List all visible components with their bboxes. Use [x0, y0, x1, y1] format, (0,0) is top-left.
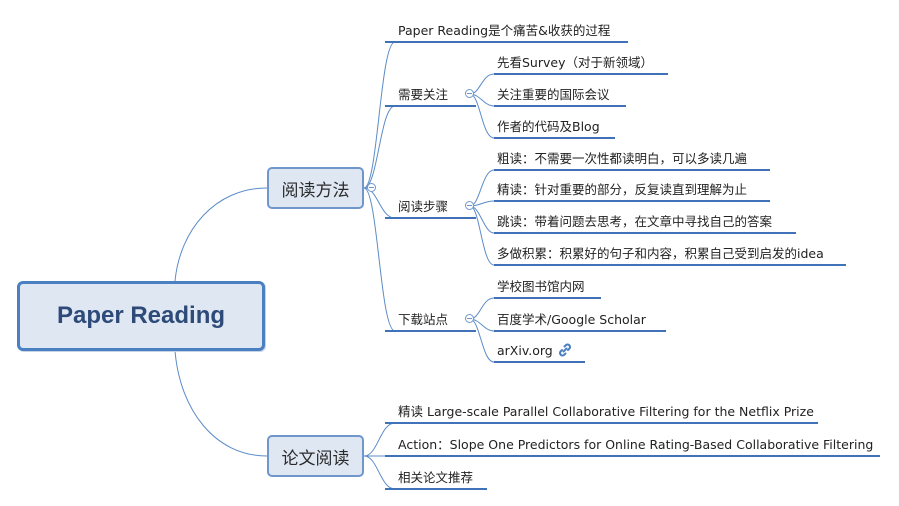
topic-intensive-read[interactable]: 精读：针对重要的部分，反复读直到理解为止 [497, 182, 748, 197]
topic-netflix-paper[interactable]: 精读 Large-scale Parallel Collaborative Fi… [398, 404, 814, 419]
connector-root-branch1 [174, 187, 268, 282]
collapse-minus-icon[interactable] [367, 183, 376, 192]
branch-paper-reading[interactable]: 论文阅读 [267, 435, 364, 477]
root-topic-paper-reading[interactable]: Paper Reading [17, 281, 265, 351]
topic-accumulate[interactable]: 多做积累：积累好的句子和内容，积累自己受到启发的idea [497, 246, 824, 261]
connector-b2-c3 [363, 455, 396, 490]
topic-school-library[interactable]: 学校图书馆内网 [497, 279, 585, 294]
topic-code-blog[interactable]: 作者的代码及Blog [497, 119, 600, 134]
connector-b1-c1 [363, 41, 396, 189]
connector-b1-c3 [363, 187, 396, 219]
collapse-minus-icon[interactable] [465, 89, 474, 98]
connector-b1-c4 [363, 187, 396, 332]
connector-step-4 [469, 205, 495, 266]
connector-b1-c2 [363, 105, 396, 189]
topic-survey[interactable]: 先看Survey（对于新领域） [497, 55, 653, 70]
branch-reading-method[interactable]: 阅读方法 [267, 167, 364, 209]
topic-slope-one-paper[interactable]: Action：Slope One Predictors for Online R… [398, 437, 874, 452]
topic-baidu-google-scholar[interactable]: 百度学术/Google Scholar [497, 312, 646, 327]
topic-download-sites[interactable]: 下载站点 [398, 312, 449, 327]
connector-step-1 [469, 169, 495, 207]
topic-reading-steps[interactable]: 阅读步骤 [398, 199, 449, 214]
connector-b2-c1 [363, 422, 396, 457]
topic-skim-read[interactable]: 粗读：不需要一次性都读明白，可以多读几遍 [497, 151, 748, 166]
topic-need-attention[interactable]: 需要关注 [398, 87, 449, 102]
topic-jump-read[interactable]: 跳读：带着问题去思考，在文章中寻找自己的答案 [497, 214, 773, 229]
topic-arxiv[interactable]: arXiv.org [497, 343, 553, 358]
topic-related-papers[interactable]: 相关论文推荐 [398, 470, 474, 485]
topic-reading-process[interactable]: Paper Reading是个痛苦&收获的过程 [398, 23, 611, 38]
connector-step-3 [469, 205, 495, 234]
link-icon[interactable] [557, 342, 573, 358]
collapse-minus-icon[interactable] [465, 201, 474, 210]
collapse-minus-icon[interactable] [465, 314, 474, 323]
connector-root-branch2 [174, 350, 268, 457]
topic-conferences[interactable]: 关注重要的国际会议 [497, 87, 610, 102]
